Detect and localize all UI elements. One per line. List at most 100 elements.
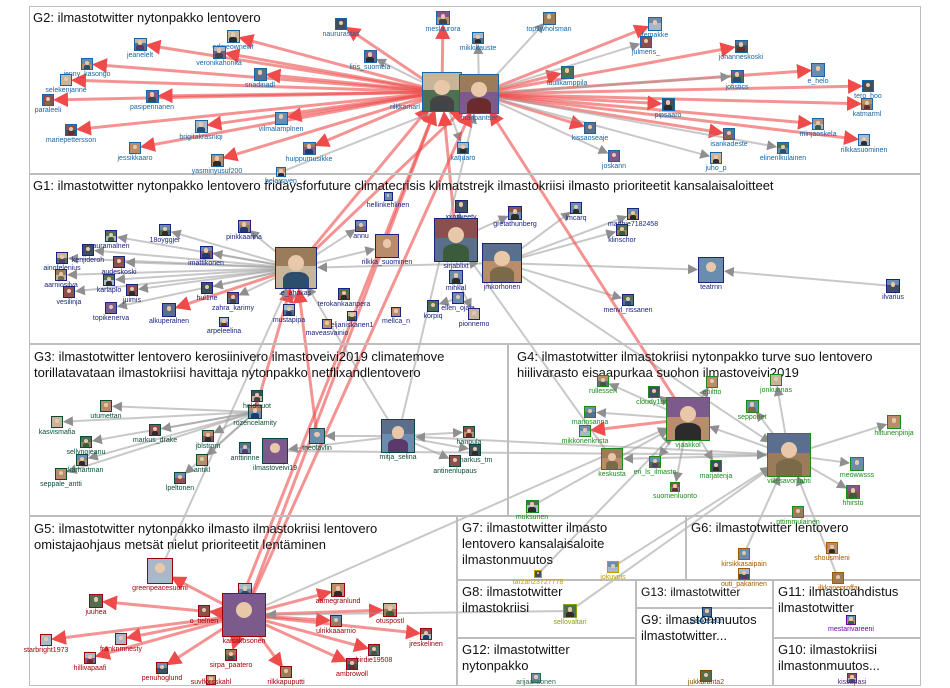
avatar[interactable] bbox=[887, 415, 901, 429]
avatar[interactable] bbox=[525, 499, 539, 513]
avatar[interactable] bbox=[347, 311, 357, 321]
avatar[interactable] bbox=[162, 303, 176, 317]
avatar[interactable] bbox=[225, 649, 237, 661]
avatar[interactable] bbox=[862, 80, 874, 92]
avatar[interactable] bbox=[105, 302, 117, 314]
avatar[interactable] bbox=[700, 670, 712, 682]
avatar[interactable] bbox=[846, 615, 856, 625]
avatar[interactable] bbox=[770, 374, 782, 386]
avatar[interactable] bbox=[309, 428, 325, 444]
avatar[interactable] bbox=[560, 65, 574, 79]
avatar[interactable] bbox=[579, 425, 591, 437]
avatar[interactable] bbox=[274, 111, 288, 125]
avatar[interactable] bbox=[55, 269, 67, 281]
avatar[interactable] bbox=[482, 243, 522, 283]
avatar[interactable] bbox=[601, 448, 623, 470]
avatar[interactable] bbox=[219, 317, 229, 327]
avatar[interactable] bbox=[159, 224, 171, 236]
avatar[interactable] bbox=[454, 199, 468, 213]
avatar[interactable] bbox=[436, 11, 450, 25]
avatar[interactable] bbox=[608, 150, 620, 162]
avatar[interactable] bbox=[63, 286, 75, 298]
avatar[interactable] bbox=[734, 39, 748, 53]
avatar[interactable] bbox=[452, 292, 464, 304]
avatar[interactable] bbox=[449, 455, 461, 467]
avatar[interactable] bbox=[275, 247, 317, 289]
avatar[interactable] bbox=[472, 32, 484, 44]
avatar[interactable] bbox=[375, 234, 399, 258]
avatar[interactable] bbox=[738, 568, 750, 580]
avatar[interactable] bbox=[302, 141, 316, 155]
avatar[interactable] bbox=[391, 307, 401, 317]
avatar[interactable] bbox=[811, 63, 825, 77]
avatar[interactable] bbox=[338, 288, 350, 300]
avatar[interactable] bbox=[861, 98, 873, 110]
avatar[interactable] bbox=[253, 67, 267, 81]
avatar[interactable] bbox=[463, 426, 475, 438]
avatar[interactable] bbox=[381, 419, 415, 453]
avatar[interactable] bbox=[858, 134, 870, 146]
avatar[interactable] bbox=[113, 256, 125, 268]
avatar[interactable] bbox=[710, 152, 722, 164]
avatar[interactable] bbox=[226, 29, 240, 43]
avatar[interactable] bbox=[434, 218, 478, 262]
avatar[interactable] bbox=[51, 416, 63, 428]
avatar[interactable] bbox=[777, 142, 789, 154]
avatar[interactable] bbox=[846, 485, 860, 499]
avatar[interactable] bbox=[597, 375, 609, 387]
avatar[interactable] bbox=[42, 94, 54, 106]
avatar[interactable] bbox=[239, 442, 251, 454]
avatar[interactable] bbox=[767, 433, 811, 477]
avatar[interactable] bbox=[649, 456, 661, 468]
avatar[interactable] bbox=[133, 37, 147, 51]
avatar[interactable] bbox=[534, 570, 542, 578]
avatar[interactable] bbox=[55, 468, 67, 480]
avatar[interactable] bbox=[227, 292, 239, 304]
avatar[interactable] bbox=[648, 386, 660, 398]
avatar[interactable] bbox=[115, 633, 127, 645]
avatar[interactable] bbox=[100, 400, 112, 412]
avatar[interactable] bbox=[850, 457, 864, 471]
avatar[interactable] bbox=[383, 191, 393, 201]
avatar[interactable] bbox=[368, 644, 380, 656]
avatar[interactable] bbox=[248, 405, 262, 419]
avatar[interactable] bbox=[584, 122, 596, 134]
avatar[interactable] bbox=[648, 17, 662, 31]
avatar[interactable] bbox=[335, 18, 347, 30]
avatar[interactable] bbox=[792, 506, 804, 518]
avatar[interactable] bbox=[420, 628, 432, 640]
avatar[interactable] bbox=[670, 482, 680, 492]
avatar[interactable] bbox=[156, 662, 168, 674]
avatar[interactable] bbox=[826, 542, 838, 554]
avatar[interactable] bbox=[355, 220, 367, 232]
avatar[interactable] bbox=[210, 153, 224, 167]
avatar[interactable] bbox=[622, 294, 634, 306]
avatar[interactable] bbox=[126, 284, 138, 296]
avatar[interactable] bbox=[129, 142, 141, 154]
avatar[interactable] bbox=[276, 167, 286, 177]
avatar[interactable] bbox=[222, 593, 266, 637]
avatar[interactable] bbox=[251, 390, 263, 402]
avatar[interactable] bbox=[206, 675, 216, 685]
avatar[interactable] bbox=[449, 270, 463, 284]
avatar[interactable] bbox=[82, 244, 94, 256]
avatar[interactable] bbox=[710, 460, 722, 472]
avatar[interactable] bbox=[627, 208, 639, 220]
avatar[interactable] bbox=[457, 142, 469, 154]
avatar[interactable] bbox=[661, 97, 675, 111]
avatar[interactable] bbox=[145, 89, 159, 103]
avatar[interactable] bbox=[212, 45, 226, 59]
avatar[interactable] bbox=[886, 279, 900, 293]
avatar[interactable] bbox=[459, 74, 499, 114]
avatar[interactable] bbox=[322, 319, 332, 329]
avatar[interactable] bbox=[76, 454, 88, 466]
avatar[interactable] bbox=[745, 399, 759, 413]
avatar[interactable] bbox=[202, 430, 214, 442]
avatar[interactable] bbox=[237, 219, 251, 233]
avatar[interactable] bbox=[427, 300, 439, 312]
avatar[interactable] bbox=[280, 666, 292, 678]
avatar[interactable] bbox=[832, 572, 844, 584]
avatar[interactable] bbox=[80, 436, 92, 448]
avatar[interactable] bbox=[194, 119, 208, 133]
avatar[interactable] bbox=[65, 124, 77, 136]
